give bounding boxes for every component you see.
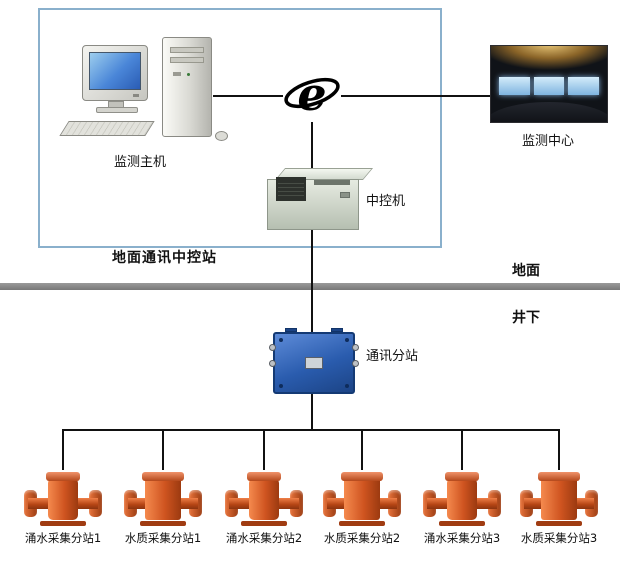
control-machine-illustration	[267, 168, 374, 230]
monitor-button	[133, 94, 139, 97]
bolt	[345, 384, 349, 388]
server-slot	[314, 180, 350, 185]
station-2: 水质采集分站1	[113, 468, 213, 546]
server-vent-lines	[278, 180, 304, 198]
station-device-illustration	[520, 468, 598, 526]
ground-station-label: 地面通讯中控站	[112, 250, 217, 266]
station-device-illustration	[24, 468, 102, 526]
screen	[568, 77, 600, 95]
tower-icon	[162, 37, 212, 137]
bolt	[345, 338, 349, 342]
control-label: 中控机	[366, 194, 406, 209]
ground-station-boundary	[38, 8, 442, 248]
cable-gland	[269, 344, 276, 351]
station-device-illustration	[323, 468, 401, 526]
cable-gland	[269, 360, 276, 367]
station-label: 水质采集分站3	[520, 531, 598, 545]
drive-bay	[170, 57, 204, 63]
keyboard-icon	[59, 121, 155, 136]
cable-gland	[352, 344, 359, 351]
station-6: 水质采集分站3	[509, 468, 609, 546]
screen-wall	[499, 77, 600, 95]
mount-tab	[331, 328, 343, 332]
monitoring-center-photo	[490, 45, 608, 123]
surface-underground-divider	[0, 283, 620, 290]
station-1: 涌水采集分站1	[13, 468, 113, 546]
station-device-illustration	[423, 468, 501, 526]
mouse-icon	[215, 131, 228, 141]
junction-nameplate	[305, 357, 323, 369]
internet-e-icon: e	[282, 67, 342, 124]
station-label: 水质采集分站2	[323, 531, 401, 545]
station-4: 水质采集分站2	[312, 468, 412, 546]
cable-gland	[352, 360, 359, 367]
mount-tab	[285, 328, 297, 332]
monitor-base	[96, 107, 138, 113]
ceiling-lights	[491, 46, 607, 70]
screen	[533, 77, 565, 95]
station-device-illustration	[124, 468, 202, 526]
console-desk	[491, 102, 607, 122]
junction-box-illustration	[269, 328, 359, 394]
station-device-illustration	[225, 468, 303, 526]
svg-text:e: e	[297, 68, 326, 121]
power-led	[187, 73, 190, 76]
bolt	[279, 338, 283, 342]
underground-label: 井下	[512, 310, 540, 326]
server-latch	[340, 192, 350, 198]
junction-label: 通讯分站	[366, 349, 419, 364]
station-label: 涌水采集分站1	[24, 531, 102, 545]
power-button	[173, 72, 181, 76]
station-label: 涌水采集分站3	[423, 531, 501, 545]
bolt	[279, 384, 283, 388]
station-5: 涌水采集分站3	[412, 468, 512, 546]
drive-bay	[170, 47, 204, 53]
center-label: 监测中心	[521, 134, 574, 149]
surface-label: 地面	[512, 263, 540, 279]
station-label: 涌水采集分站2	[225, 531, 303, 545]
screen	[499, 77, 530, 95]
host-computer-illustration	[59, 35, 230, 153]
monitor-screen	[89, 52, 141, 90]
station-label: 水质采集分站1	[124, 531, 202, 545]
station-3: 涌水采集分站2	[214, 468, 314, 546]
monitor-icon	[82, 45, 148, 101]
host-label: 监测主机	[113, 155, 166, 170]
